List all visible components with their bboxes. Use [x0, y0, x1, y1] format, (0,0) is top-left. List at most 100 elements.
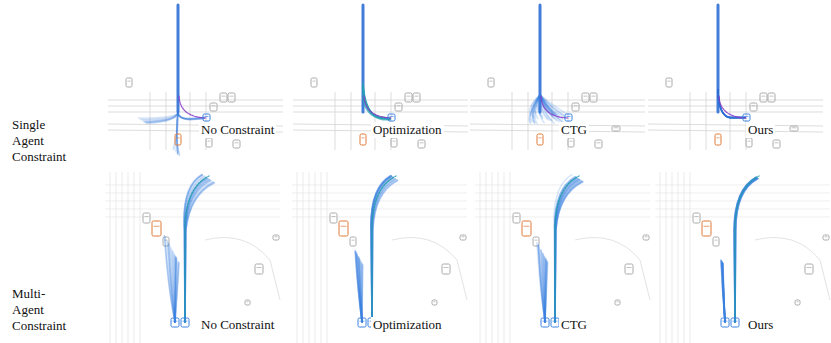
- trajectory: [144, 112, 178, 121]
- road-line: [648, 112, 823, 113]
- trajectory: [539, 246, 545, 322]
- vehicle-box: [565, 114, 572, 121]
- trajectory: [721, 261, 725, 322]
- vehicle-mark: [212, 105, 216, 106]
- trajectory: [735, 176, 759, 322]
- trajectory: [718, 90, 745, 118]
- vehicle-box: [773, 140, 780, 148]
- vehicle-mark: [574, 105, 578, 106]
- trajectory: [555, 182, 583, 322]
- road-line: [470, 100, 645, 101]
- trajectory: [533, 95, 540, 123]
- trajectory: [363, 87, 390, 118]
- trajectory: [178, 112, 204, 119]
- trajectory: [371, 177, 391, 322]
- road-line: [498, 172, 499, 343]
- vehicle-mark: [332, 216, 336, 217]
- vehicle-mark: [825, 236, 828, 237]
- vehicle-mark: [362, 137, 365, 138]
- road-line: [690, 92, 691, 150]
- trajectory: [734, 177, 756, 322]
- vehicle-mark: [770, 96, 774, 97]
- vehicle-box: [823, 235, 829, 240]
- trajectory: [722, 263, 725, 322]
- vehicle-box: [595, 140, 602, 148]
- trajectory: [164, 236, 175, 322]
- trajectory: [371, 177, 392, 322]
- trajectory: [734, 177, 756, 322]
- vehicle-box: [746, 138, 752, 147]
- trajectory: [734, 177, 756, 322]
- vehicle-mark: [173, 321, 178, 322]
- trajectory: [178, 112, 204, 120]
- vehicle-mark: [154, 226, 160, 227]
- road-line: [292, 217, 467, 218]
- panel-caption: Ours: [746, 317, 775, 333]
- vehicle-box: [795, 300, 800, 305]
- trajectory: [734, 177, 756, 322]
- road-line: [351, 92, 352, 150]
- trajectory: [357, 254, 362, 322]
- vehicle-box: [330, 213, 337, 223]
- trajectory: [355, 251, 362, 322]
- trajectory: [718, 90, 745, 117]
- vehicle-mark: [704, 226, 710, 227]
- vehicle-mark: [352, 240, 355, 241]
- vehicle-mark: [775, 142, 779, 143]
- vehicle-box: [743, 114, 750, 121]
- vehicle-box: [395, 103, 402, 111]
- panel-caption: CTG: [559, 122, 589, 138]
- road-line: [655, 185, 830, 186]
- vehicle-box: [413, 93, 420, 102]
- vehicle-box: [206, 138, 212, 147]
- vehicle-mark: [341, 226, 347, 227]
- road-line: [575, 238, 650, 301]
- vehicle-box: [388, 114, 395, 121]
- vehicle-mark: [390, 116, 394, 117]
- panel-caption: Ours: [746, 122, 775, 138]
- road-line: [122, 172, 123, 343]
- vehicle-box: [488, 78, 494, 87]
- vehicle-box: [572, 103, 579, 111]
- trajectory: [722, 263, 725, 322]
- vehicle-mark: [183, 321, 188, 322]
- road-line: [134, 172, 135, 343]
- vehicle-box: [126, 78, 132, 87]
- vehicle-mark: [397, 105, 401, 106]
- vehicle-box: [432, 300, 437, 305]
- trajectory: [555, 178, 576, 322]
- trajectory: [735, 179, 758, 322]
- trajectory: [541, 96, 568, 118]
- road-line: [730, 92, 731, 150]
- trajectory: [185, 178, 207, 322]
- vehicle-mark: [490, 81, 493, 82]
- trajectory: [735, 178, 757, 322]
- road-line: [303, 172, 304, 343]
- vehicle-mark: [762, 96, 766, 97]
- trajectory: [185, 176, 209, 322]
- vehicle-box: [460, 235, 466, 240]
- road-line: [205, 238, 280, 301]
- vehicle-mark: [535, 240, 538, 241]
- vehicle-mark: [592, 96, 596, 97]
- vehicle-mark: [723, 321, 728, 322]
- road-line: [470, 106, 645, 107]
- vehicle-box: [582, 93, 589, 102]
- road-line: [755, 238, 830, 301]
- vehicle-mark: [807, 267, 812, 268]
- trajectory: [555, 176, 579, 322]
- vehicle-mark: [733, 321, 738, 322]
- trajectory: [723, 263, 725, 322]
- trajectory: [178, 112, 204, 120]
- trajectory: [734, 177, 756, 322]
- road-line: [504, 172, 505, 343]
- trajectory: [537, 242, 545, 322]
- vehicle-box: [360, 134, 366, 145]
- vehicle-mark: [360, 321, 365, 322]
- vehicle-box: [625, 264, 633, 274]
- road-line: [190, 92, 191, 150]
- trajectory: [735, 178, 757, 322]
- vehicle-box: [220, 93, 227, 102]
- trajectory: [538, 245, 545, 322]
- trajectory: [363, 86, 390, 119]
